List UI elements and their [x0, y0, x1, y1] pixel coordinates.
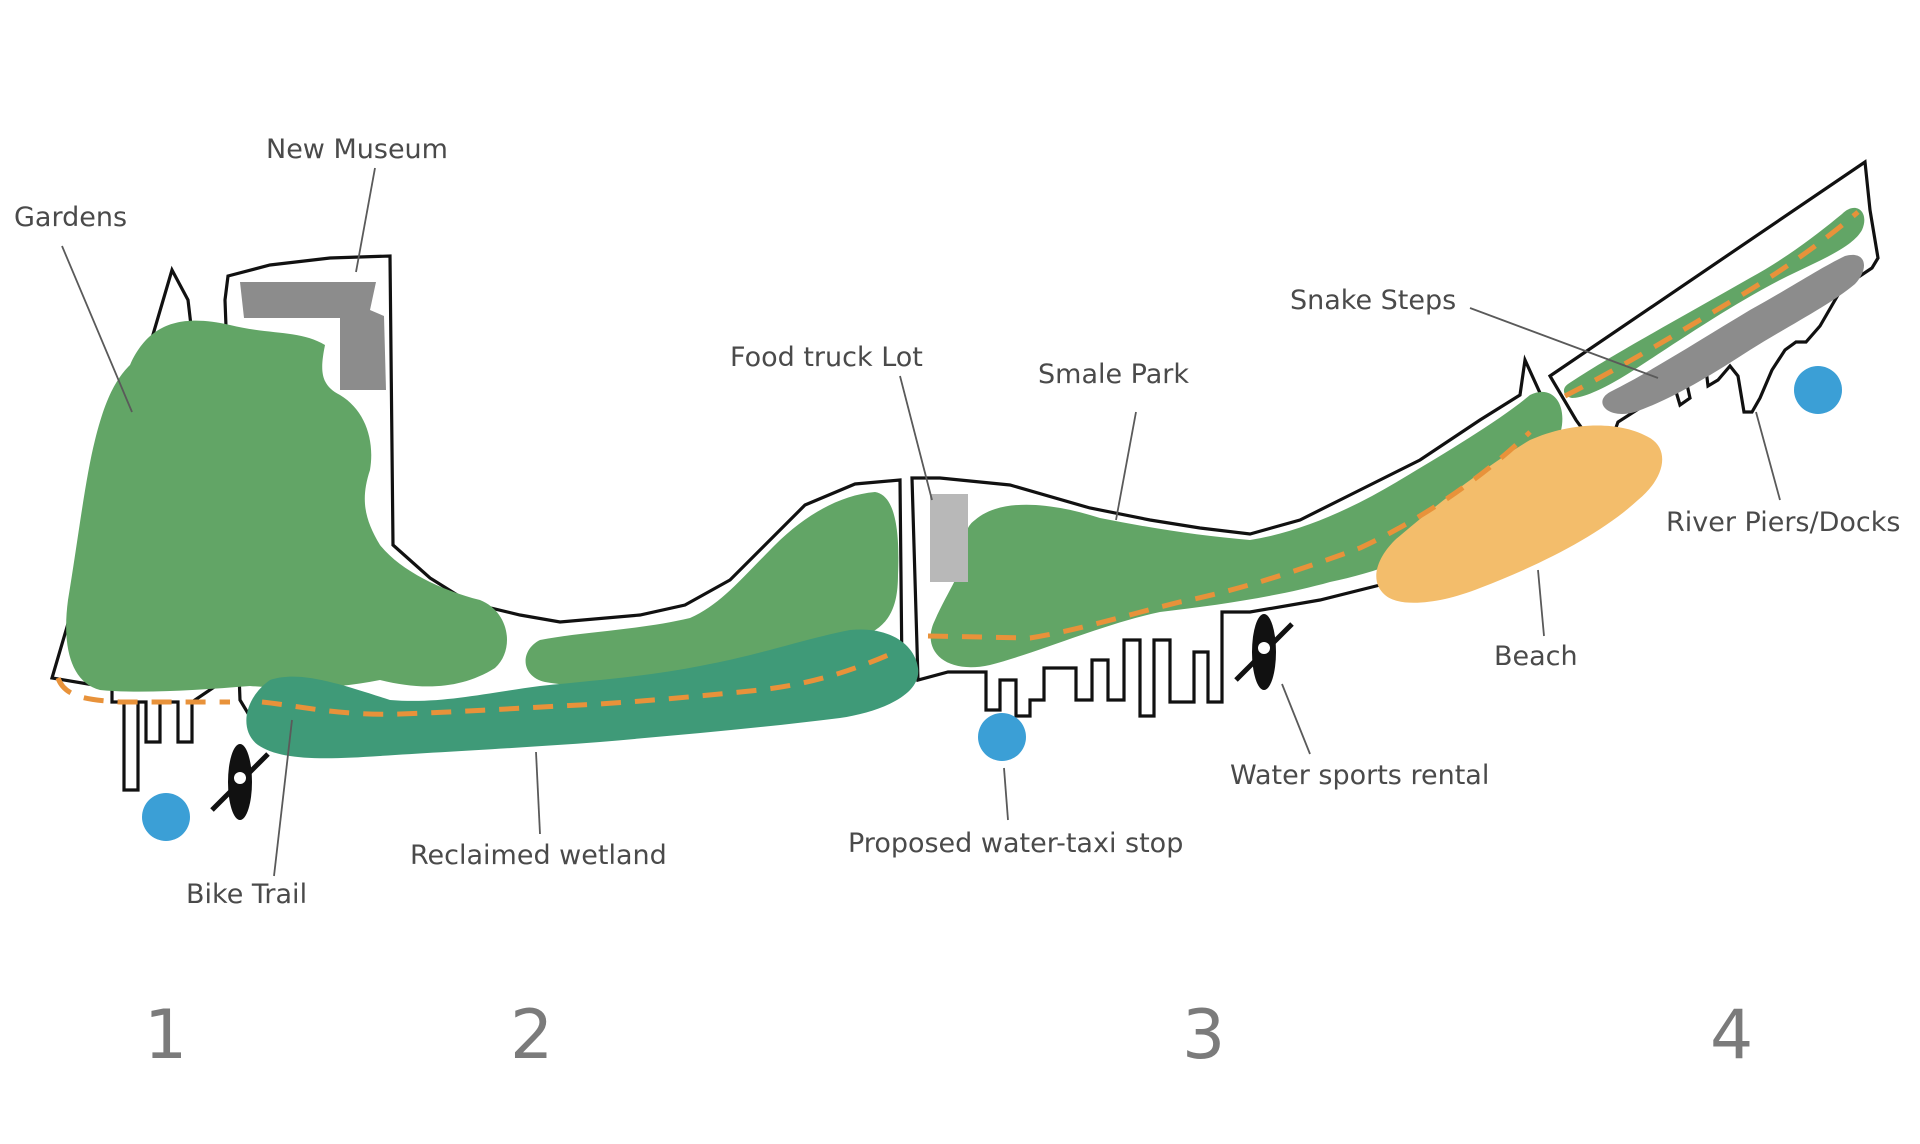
beach-leader — [1537, 569, 1545, 637]
water-taxi-leader — [1003, 767, 1009, 821]
label-smale-park: Smale Park — [1038, 359, 1189, 390]
snake-steps-area — [1602, 254, 1865, 414]
label-food-truck-lot: Food truck Lot — [730, 342, 923, 373]
bike-trail — [55, 210, 1860, 717]
park-segment-2 — [525, 492, 899, 686]
section-number-4: 4 — [1710, 996, 1753, 1075]
park-areas — [66, 207, 1865, 692]
section-number-1: 1 — [144, 996, 187, 1075]
gardens-leader — [61, 245, 133, 413]
smale-park-leader — [1115, 411, 1137, 521]
label-bike-trail: Bike Trail — [186, 879, 307, 910]
gardens-area — [66, 320, 508, 692]
reclaimed-wetland-area — [246, 629, 919, 759]
smale-park-area — [930, 391, 1563, 668]
food-truck-lot-rect — [930, 494, 968, 582]
kayak-icon — [1234, 614, 1294, 690]
label-reclaimed-wetland: Reclaimed wetland — [410, 840, 667, 871]
section-number-3: 3 — [1182, 996, 1225, 1075]
label-beach: Beach — [1494, 641, 1578, 672]
park-segment-4 — [1563, 207, 1865, 398]
kayak-icon — [210, 744, 270, 820]
water-taxi-stops — [142, 366, 1842, 841]
new-museum-leader — [355, 167, 376, 273]
bike-trail-line — [55, 676, 230, 705]
museum-building — [240, 282, 386, 390]
water-sports-leader — [1281, 683, 1311, 755]
buildings — [240, 282, 968, 582]
bike-trail-line — [261, 649, 897, 717]
river-piers-leader — [1755, 411, 1781, 501]
beach-area — [1376, 425, 1663, 603]
wetland-leader — [535, 751, 541, 835]
label-snake-steps: Snake Steps — [1290, 285, 1456, 316]
food-truck-leader — [899, 375, 933, 501]
water-taxi-stop-icon — [142, 793, 190, 841]
label-water-taxi: Proposed water-taxi stop — [848, 828, 1183, 859]
labels: Gardens New Museum Food truck Lot Smale … — [14, 134, 1900, 910]
bike-trail-leader — [273, 719, 293, 877]
leader-lines — [61, 167, 1781, 877]
label-river-piers: River Piers/Docks — [1666, 507, 1900, 538]
section-numbers: 1 2 3 4 — [144, 996, 1753, 1075]
label-water-sports: Water sports rental — [1230, 760, 1489, 791]
bike-trail-line — [927, 430, 1532, 641]
label-gardens: Gardens — [14, 202, 127, 233]
label-new-museum: New Museum — [266, 134, 448, 165]
snake-steps-leader — [1469, 307, 1659, 379]
water-taxi-stop-icon — [978, 713, 1026, 761]
water-taxi-stop-icon — [1794, 366, 1842, 414]
section-number-2: 2 — [510, 996, 553, 1075]
